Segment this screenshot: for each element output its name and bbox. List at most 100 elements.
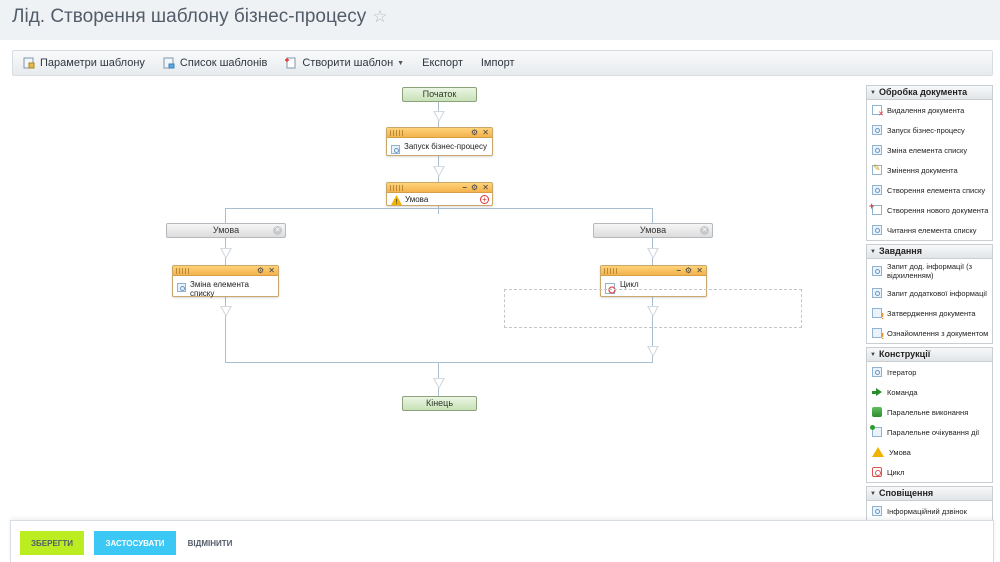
remove-branch-icon[interactable]: ✕: [700, 226, 709, 235]
activity-item-label: Команда: [887, 387, 918, 397]
activity-item[interactable]: Затвердження документа: [867, 303, 992, 323]
change-item-icon: [872, 145, 882, 155]
import-label: Імпорт: [480, 57, 515, 69]
template-params-button[interactable]: Параметри шаблону: [23, 57, 145, 69]
drop-arrow[interactable]: [647, 346, 659, 357]
activity-item-label: Цикл: [887, 467, 905, 477]
close-icon[interactable]: ✕: [482, 183, 489, 192]
new-document-icon: [869, 201, 882, 215]
cycle-icon: [605, 283, 616, 294]
apply-button[interactable]: ЗАСТОСУВАТИ: [94, 531, 176, 555]
remove-branch-icon[interactable]: ✕: [273, 226, 282, 235]
drag-handle-icon[interactable]: [390, 130, 404, 136]
activity-item[interactable]: Запит дод. інформації (з відхиленням): [867, 259, 992, 283]
add-branch-icon[interactable]: +: [480, 195, 489, 204]
import-button[interactable]: Імпорт: [481, 57, 515, 69]
activity-item[interactable]: Паралельне виконання: [867, 402, 992, 422]
template-list-button[interactable]: Список шаблонів: [163, 57, 267, 69]
activity-item[interactable]: Інформаційний дзвінок: [867, 501, 992, 521]
template-list-label: Список шаблонів: [179, 57, 268, 69]
activity-item[interactable]: Створення нового документа: [867, 200, 992, 220]
page-title-text: Лід. Створення шаблону бізнес-процесу: [12, 6, 367, 27]
drag-handle-icon[interactable]: [390, 185, 404, 191]
drag-handle-icon[interactable]: [604, 268, 618, 274]
page-title: Лід. Створення шаблону бізнес-процесу ☆: [12, 6, 387, 28]
create-template-label: Створити шаблон: [302, 57, 394, 69]
activity-item[interactable]: Ознайомлення з документом: [867, 323, 992, 343]
drop-arrow[interactable]: [647, 306, 659, 317]
condition-activity[interactable]: – ⚙ ✕ ! Умова +: [386, 182, 493, 206]
change-item-activity[interactable]: ⚙ ✕ Зміна елемента списку: [172, 265, 279, 298]
collapse-icon: ▼: [870, 90, 876, 96]
activity-header: ⚙ ✕: [173, 266, 278, 276]
create-template-button[interactable]: Створити шаблон ▼: [285, 57, 404, 69]
end-node: Кінець: [402, 396, 477, 411]
section-tasks: ▼Завдання Запит дод. інформації (з відхи…: [866, 244, 993, 344]
parallel-execution-icon: [872, 407, 882, 417]
request-info-icon: [872, 288, 882, 298]
activity-item-label: Паралельне очікування дії: [887, 427, 980, 437]
drop-arrow[interactable]: [647, 248, 659, 259]
drag-handle-icon[interactable]: [176, 268, 190, 274]
connector-line: [652, 297, 653, 362]
start-node: Початок: [402, 87, 477, 102]
activity-item[interactable]: Зміна елемента списку: [867, 140, 992, 160]
branch-label: Умова: [212, 225, 240, 235]
section-header[interactable]: ▼Обробка документа: [867, 86, 992, 100]
create-item-icon: [872, 185, 882, 195]
activity-item-label: Запит дод. інформації (з відхиленням): [887, 262, 973, 280]
activity-item[interactable]: Цикл: [867, 462, 992, 482]
content-area: [0, 40, 1000, 562]
create-template-icon: [285, 57, 297, 69]
start-process-activity[interactable]: ⚙ ✕ Запуск бізнес-процесу: [386, 127, 493, 156]
workflow-canvas: Початок Кінець ⚙ ✕ Запуск бізнес-процесу…: [0, 78, 862, 518]
activity-item[interactable]: Змінення документа: [867, 160, 992, 180]
section-header[interactable]: ▼Сповіщення: [867, 487, 992, 501]
toolbar: Параметри шаблону Список шаблонів Створи…: [12, 50, 993, 76]
minimize-icon[interactable]: –: [462, 183, 467, 192]
drop-arrow[interactable]: [433, 378, 445, 389]
activity-item-label: Запит додаткової інформації: [887, 288, 988, 298]
activity-item[interactable]: Видалення документа: [867, 100, 992, 120]
drop-arrow[interactable]: [220, 248, 232, 259]
activity-item-label: Зміна елемента списку: [887, 145, 968, 155]
minimize-icon[interactable]: –: [676, 266, 681, 275]
section-header[interactable]: ▼Завдання: [867, 245, 992, 259]
activity-item-label: Створення елемента списку: [887, 185, 986, 195]
activity-item[interactable]: Паралельне очікування дії: [867, 422, 992, 442]
save-button[interactable]: ЗБЕРЕГТИ: [20, 531, 84, 555]
export-button[interactable]: Експорт: [422, 57, 463, 69]
cycle-drop-zone[interactable]: [504, 289, 802, 328]
activity-item[interactable]: Читання елемента списку: [867, 220, 992, 240]
connector-line: [225, 297, 226, 362]
start-process-icon: [391, 145, 400, 154]
activity-item[interactable]: Ітератор: [867, 362, 992, 382]
gear-icon[interactable]: ⚙: [256, 266, 264, 275]
branch-left[interactable]: Умова ✕: [166, 223, 286, 238]
activity-item[interactable]: Запит додаткової інформації: [867, 283, 992, 303]
drop-arrow[interactable]: [433, 166, 445, 177]
gear-icon[interactable]: ⚙: [684, 266, 692, 275]
activity-item[interactable]: Команда: [867, 382, 992, 402]
section-header[interactable]: ▼Конструкції: [867, 348, 992, 362]
command-icon: [872, 387, 882, 397]
close-icon[interactable]: ✕: [268, 266, 275, 275]
activity-header: – ⚙ ✕: [601, 266, 706, 276]
gear-icon[interactable]: ⚙: [470, 183, 478, 192]
cancel-button[interactable]: ВІДМІНИТИ: [185, 531, 235, 555]
activity-item[interactable]: Створення елемента списку: [867, 180, 992, 200]
activity-item-label: Затвердження документа: [887, 308, 976, 318]
activity-item[interactable]: Запуск бізнес-процесу: [867, 120, 992, 140]
close-icon[interactable]: ✕: [482, 128, 489, 137]
branch-right[interactable]: Умова ✕: [593, 223, 713, 238]
drop-arrow[interactable]: [220, 306, 232, 317]
activity-item[interactable]: Умова: [867, 442, 992, 462]
cycle-activity[interactable]: – ⚙ ✕ Цикл: [600, 265, 707, 297]
star-icon[interactable]: ☆: [372, 7, 388, 26]
close-icon[interactable]: ✕: [696, 266, 703, 275]
gear-icon[interactable]: ⚙: [470, 128, 478, 137]
section-title: Завдання: [878, 246, 922, 256]
activity-label: Зміна елемента списку: [190, 280, 249, 298]
drop-arrow[interactable]: [433, 111, 445, 122]
footer-bar: ЗБЕРЕГТИ ЗАСТОСУВАТИ ВІДМІНИТИ: [10, 520, 994, 562]
